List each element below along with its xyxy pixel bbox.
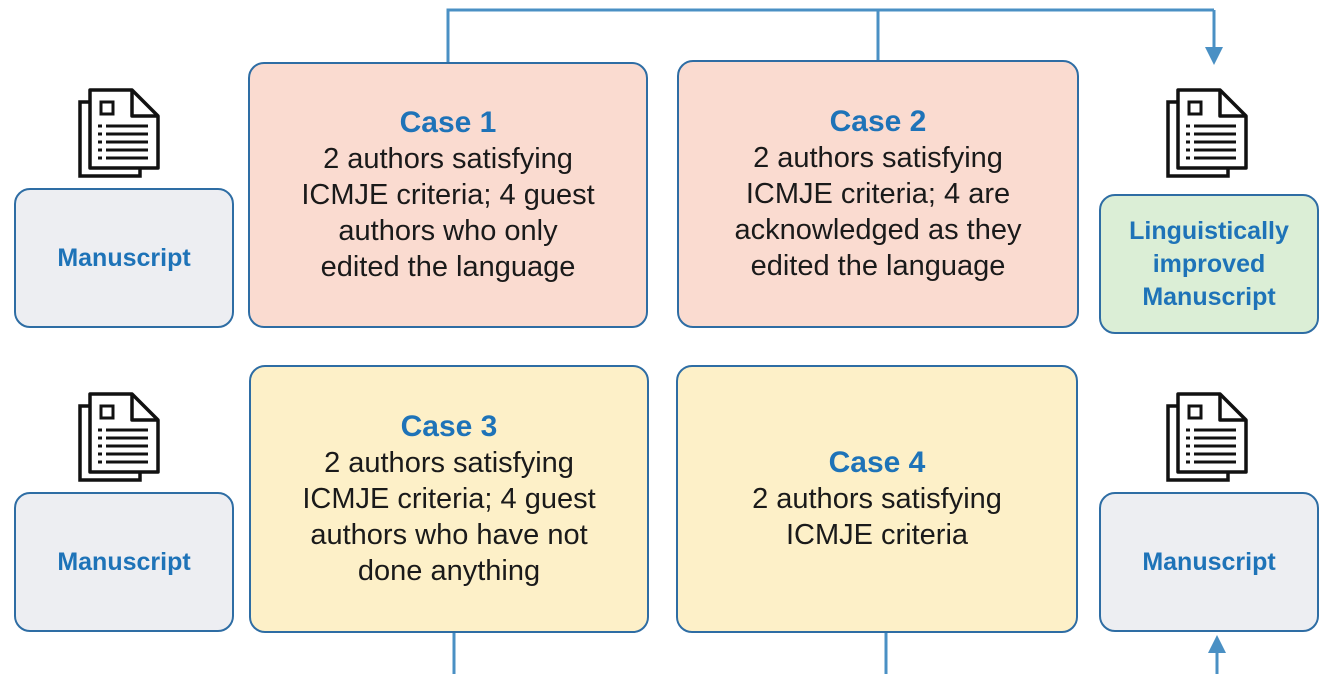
case-description-line: acknowledged as they	[734, 214, 1022, 246]
case-description-line: 2 authors satisfying	[324, 447, 574, 479]
case-description-line: ICMJE criteria; 4 guest	[302, 483, 596, 515]
top-connector-case1	[446, 8, 1214, 62]
manuscript-box-bottom-left: Manuscript	[14, 492, 234, 632]
document-icon	[1166, 88, 1248, 178]
improved-manuscript-label-line: Linguistically	[1129, 216, 1289, 245]
case-description-line: 2 authors satisfying	[323, 143, 573, 175]
manuscript-label: Manuscript	[57, 243, 191, 272]
case-description-line: ICMJE criteria; 4 guest	[301, 179, 595, 211]
case-description-line: 2 authors satisfying	[753, 142, 1003, 174]
case-description-line: ICMJE criteria	[785, 519, 969, 551]
manuscript-label: Manuscript	[57, 547, 191, 576]
improved-manuscript-label-line: Manuscript	[1142, 282, 1276, 311]
case-3-box: Case 3 2 authors satisfying ICMJE criter…	[249, 365, 649, 633]
case-description-line: edited the language	[320, 251, 576, 283]
case-1-box: Case 1 2 authors satisfying ICMJE criter…	[248, 62, 648, 328]
case-description-line: done anything	[357, 555, 541, 587]
improved-manuscript-box: Linguistically improved Manuscript	[1099, 194, 1319, 334]
document-icon	[78, 392, 160, 482]
case-description-line: ICMJE criteria; 4 are	[745, 178, 1011, 210]
case-title: Case 1	[399, 106, 497, 139]
case-title: Case 4	[828, 446, 926, 479]
case-description-line: authors who have not	[310, 519, 588, 551]
case-4-box: Case 4 2 authors satisfying ICMJE criter…	[676, 365, 1078, 633]
case-2-box: Case 2 2 authors satisfying ICMJE criter…	[677, 60, 1079, 328]
case-description-line: 2 authors satisfying	[752, 483, 1002, 515]
manuscript-box-top-left: Manuscript	[14, 188, 234, 328]
case-description-line: authors who only	[338, 215, 558, 247]
manuscript-box-bottom-right: Manuscript	[1099, 492, 1319, 632]
document-icon	[78, 88, 160, 178]
case-title: Case 2	[829, 105, 927, 138]
case-description-line: edited the language	[750, 250, 1006, 282]
document-icon	[1166, 392, 1248, 482]
case-title: Case 3	[400, 410, 498, 443]
improved-manuscript-label-line: improved	[1152, 249, 1266, 278]
manuscript-label: Manuscript	[1142, 547, 1276, 576]
